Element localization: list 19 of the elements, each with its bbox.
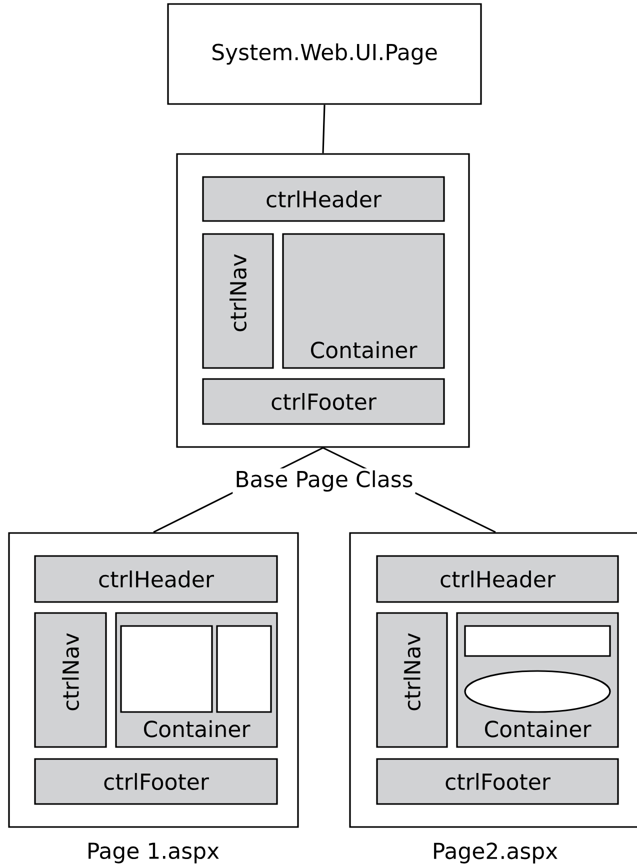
footer-box: ctrlFooter	[34, 758, 278, 805]
class-box: System.Web.UI.Page	[167, 3, 482, 105]
content-box	[120, 625, 213, 713]
content-ellipse	[464, 670, 611, 713]
node-label: Base Page Class	[232, 468, 416, 494]
content-box	[216, 625, 272, 713]
footer-box: ctrlFooter	[376, 758, 619, 805]
content-box	[464, 625, 611, 657]
connector-line	[322, 104, 326, 154]
nav-box: ctrlNav	[376, 612, 448, 748]
header-box: ctrlHeader	[202, 176, 445, 222]
nav-box: ctrlNav	[34, 612, 107, 748]
node-label: Page 1.aspx	[84, 840, 222, 866]
nav-box: ctrlNav	[202, 233, 274, 369]
footer-box: ctrlFooter	[202, 378, 445, 425]
container-box: Container	[282, 233, 445, 369]
node-label: Page2.aspx	[430, 840, 560, 866]
header-box: ctrlHeader	[34, 555, 278, 603]
header-box: ctrlHeader	[376, 555, 619, 603]
